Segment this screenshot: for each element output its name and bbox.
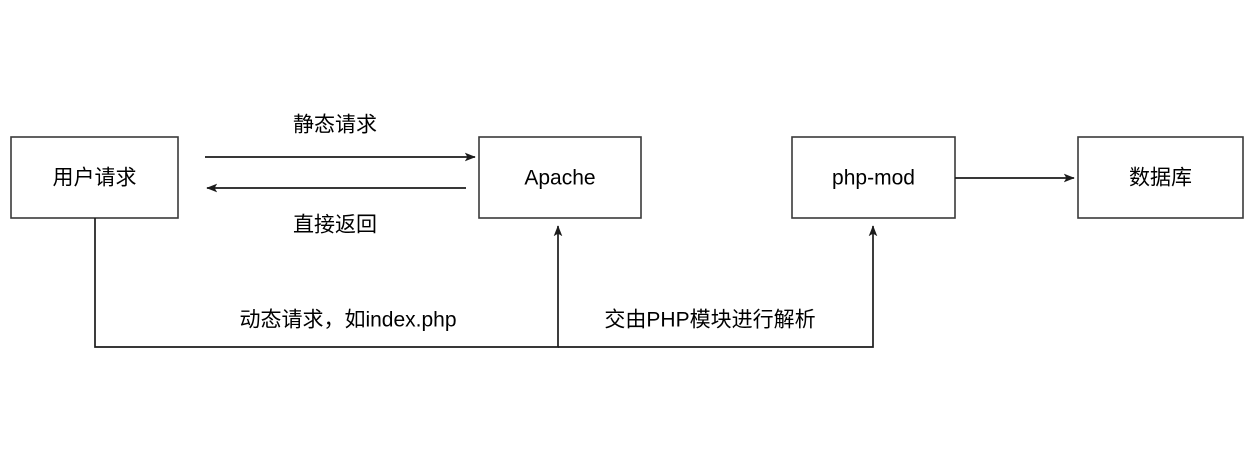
node-user-request[interactable]: 用户请求: [10, 136, 179, 219]
edge-dynamic-request: 动态请求，如index.php: [94, 218, 563, 348]
edge-php-parse: 交由PHP模块进行解析: [558, 225, 878, 348]
node-label-apache: Apache: [524, 167, 595, 190]
edge-label-dynamic-request: 动态请求，如index.php: [239, 309, 456, 332]
edge-line-dynamic-request: [94, 218, 563, 348]
node-label-user-request: 用户请求: [53, 167, 137, 190]
node-box-apache[interactable]: [478, 136, 642, 219]
node-label-database: 数据库: [1129, 167, 1192, 190]
node-box-database[interactable]: [1077, 136, 1244, 219]
edge-static-request: 静态请求: [205, 114, 476, 162]
edge-direct-return: 直接返回: [206, 183, 466, 237]
edge-label-direct-return: 直接返回: [293, 214, 377, 237]
node-box-user-request[interactable]: [10, 136, 179, 219]
node-php-mod[interactable]: php-mod: [791, 136, 956, 219]
node-box-php-mod[interactable]: [791, 136, 956, 219]
edge-label-php-parse: 交由PHP模块进行解析: [604, 309, 815, 332]
edge-label-static-request: 静态请求: [293, 114, 377, 137]
node-database[interactable]: 数据库: [1077, 136, 1244, 219]
node-label-php-mod: php-mod: [832, 167, 915, 190]
edge-line-php-parse: [558, 225, 878, 348]
node-apache[interactable]: Apache: [478, 136, 642, 219]
